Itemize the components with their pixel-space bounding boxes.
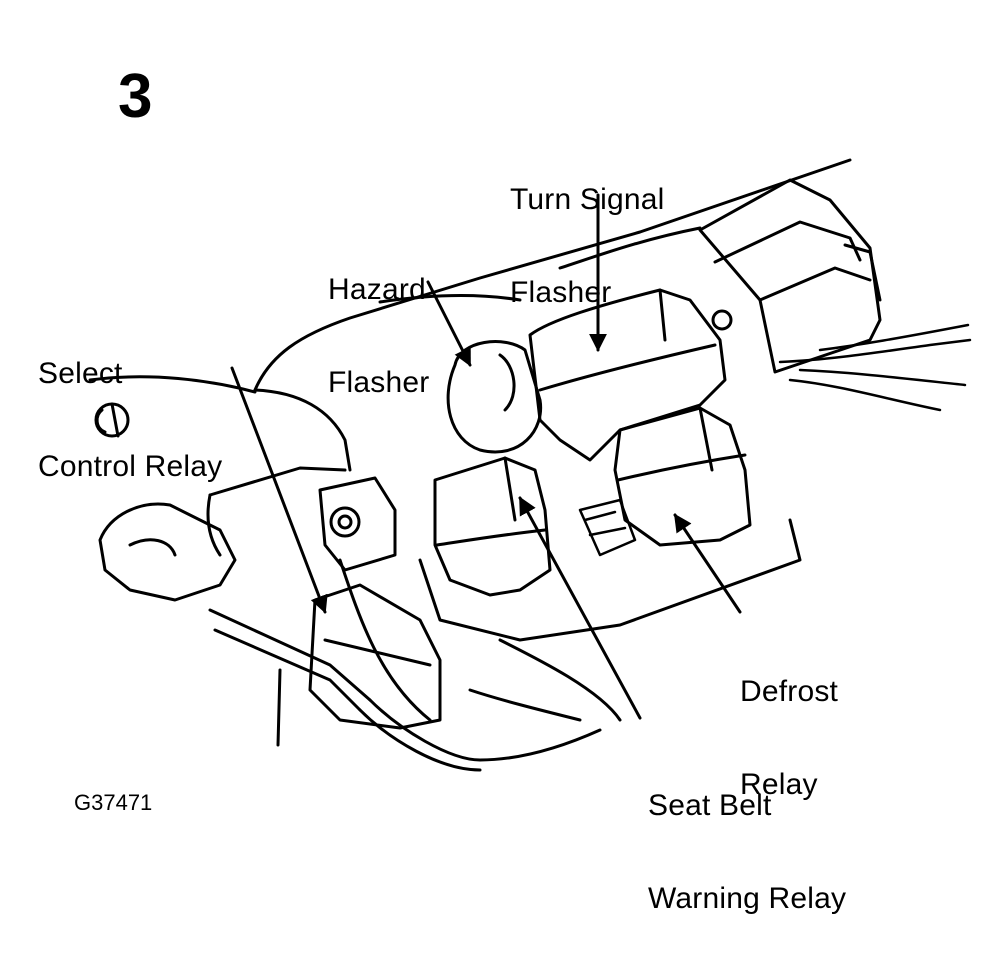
relay-panel-drawing	[88, 158, 972, 772]
screw-left	[94, 402, 130, 438]
label-hazard-flasher: Hazard Flasher	[328, 212, 429, 460]
defrost-relay-body	[613, 406, 752, 547]
figure-code: G37471	[74, 790, 153, 815]
connector-top-right	[698, 178, 882, 374]
label-select-line1: Select	[38, 357, 123, 390]
leader-defrost	[673, 513, 742, 614]
label-defrost-line1: Defrost	[740, 675, 839, 708]
label-turn-signal-flasher: Turn Signal Flasher	[510, 122, 665, 370]
label-turn-signal-line2: Flasher	[510, 276, 612, 309]
turn-signal-flasher-body	[528, 288, 727, 462]
label-seat-belt-line2: Warning Relay	[648, 882, 847, 915]
label-seat-belt-line1: Seat Belt	[648, 789, 772, 822]
hazard-flasher-body	[446, 340, 543, 454]
label-select-control-relay: Select Control Relay	[38, 296, 222, 544]
label-defrost-line2: Relay	[740, 768, 818, 801]
figure-number: 3	[118, 62, 153, 131]
leader-hazard	[426, 280, 472, 367]
leader-seat-belt	[518, 496, 642, 720]
bracket-with-bolt	[98, 476, 397, 602]
label-seat-belt-warning-relay: Seat Belt Warning Relay	[648, 728, 846, 976]
label-select-line2: Control Relay	[38, 450, 223, 483]
label-hazard-line1: Hazard	[328, 273, 426, 306]
relay-location-diagram: 3 Turn Signal Flasher Hazard Flasher Sel…	[38, 62, 972, 914]
select-control-relay-body	[276, 583, 442, 747]
wire-harness-right	[778, 323, 972, 412]
rod-and-cable	[208, 608, 602, 772]
label-hazard-line2: Flasher	[328, 366, 430, 399]
seat-belt-warning-relay-body	[433, 456, 552, 597]
dash-panel-outline	[88, 158, 852, 722]
label-turn-signal-line1: Turn Signal	[510, 183, 665, 216]
leader-select-control	[230, 366, 328, 614]
leader-lines	[230, 193, 742, 720]
bolt-right	[711, 309, 733, 331]
label-defrost-relay: Defrost Relay	[740, 614, 838, 862]
middle-connector	[578, 498, 637, 557]
